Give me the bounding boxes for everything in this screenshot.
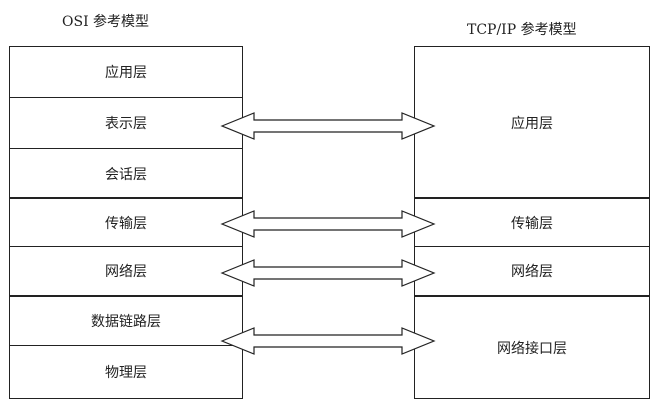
double-arrow-icon [220,327,436,355]
tcpip-separator [415,246,649,247]
osi-layer-network: 网络层 [105,264,147,280]
tcpip-layer-network-interface: 网络接口层 [497,340,567,357]
osi-layer-stack: 应用层 表示层 会话层 传输层 网络层 数据链路层 物理层 [9,46,243,399]
osi-layer-application: 应用层 [105,65,147,81]
osi-layer-physical: 物理层 [105,365,147,381]
double-arrow-icon [220,112,436,140]
double-arrow-icon [220,210,436,238]
tcpip-model-title: TCP/IP 参考模型 [467,22,577,38]
tcpip-layer-stack: 应用层 传输层 网络层 网络接口层 [414,46,650,399]
osi-separator [10,345,242,346]
osi-separator [10,197,242,199]
osi-layer-data-link: 数据链路层 [91,314,161,330]
tcpip-separator [415,197,649,199]
osi-layer-transport: 传输层 [105,215,147,232]
osi-separator [10,148,242,149]
osi-separator [10,246,242,247]
tcpip-layer-transport: 传输层 [511,215,553,232]
osi-separator [10,97,242,98]
double-arrow-icon [220,259,436,287]
osi-separator [10,295,242,297]
osi-model-title: OSI 参考模型 [62,14,150,30]
osi-layer-session: 会话层 [105,166,147,183]
tcpip-layer-application: 应用层 [511,115,553,132]
osi-layer-presentation: 表示层 [105,116,147,132]
tcpip-layer-network: 网络层 [511,264,553,280]
tcpip-separator [415,295,649,297]
